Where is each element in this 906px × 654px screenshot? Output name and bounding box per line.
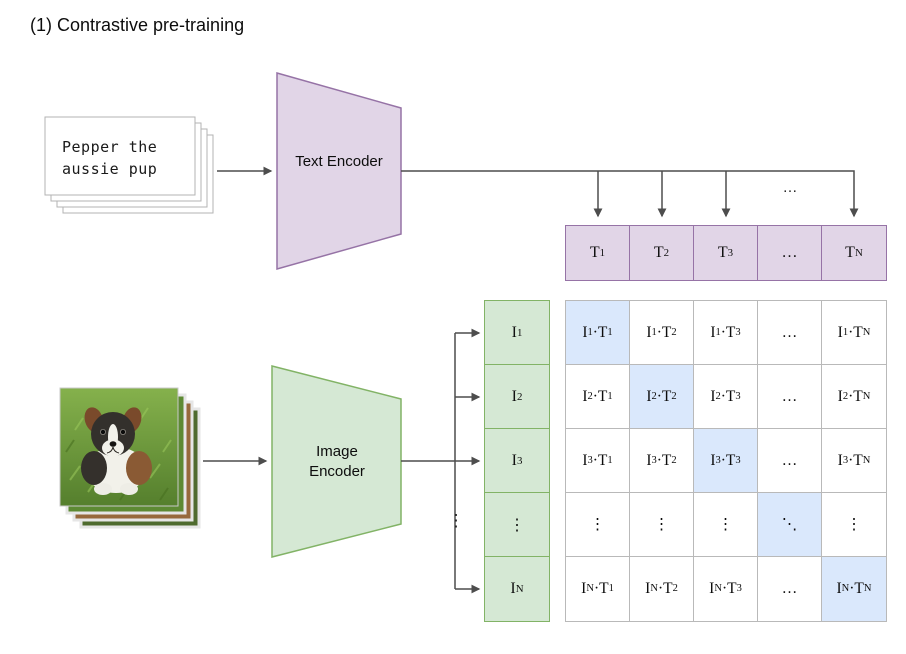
puppy-illustration [81, 407, 152, 495]
text-card [44, 116, 196, 196]
image-encoder-label: Image Encoder [309, 443, 365, 480]
image-branch-ellipsis: ⋮ [447, 511, 465, 530]
text-embedding-arrow-n [401, 170, 859, 218]
matrix-cell: ⋮ [630, 493, 694, 557]
photo-frame [59, 387, 179, 507]
matrix-cell: ⋮ [822, 493, 886, 557]
grass-highlights [69, 407, 172, 493]
image-stack [59, 387, 201, 529]
puppy-photo [60, 388, 178, 506]
text-prompt: Pepper the aussie pup [62, 138, 158, 178]
matrix-cell: … [758, 557, 822, 621]
text-encoder-label: Text Encoder [295, 153, 383, 170]
text-encoder-shape [276, 72, 402, 270]
text-arrows-ellipsis: … [782, 179, 798, 196]
matrix-cell: … [758, 429, 822, 493]
image-encoder-shape [271, 365, 402, 558]
matrix-cell: ⋮ [566, 493, 630, 557]
figure-title: (1) Contrastive pre-training [30, 15, 245, 35]
matrix-cell: … [758, 301, 822, 365]
matrix-cell: ⋱ [758, 493, 822, 557]
matrix-cell: ⋮ [694, 493, 758, 557]
text-embedding-cell: … [758, 226, 822, 280]
image-embedding-cell: ⋮ [485, 493, 549, 557]
text-card-stack [44, 116, 214, 214]
matrix-cell: … [758, 365, 822, 429]
